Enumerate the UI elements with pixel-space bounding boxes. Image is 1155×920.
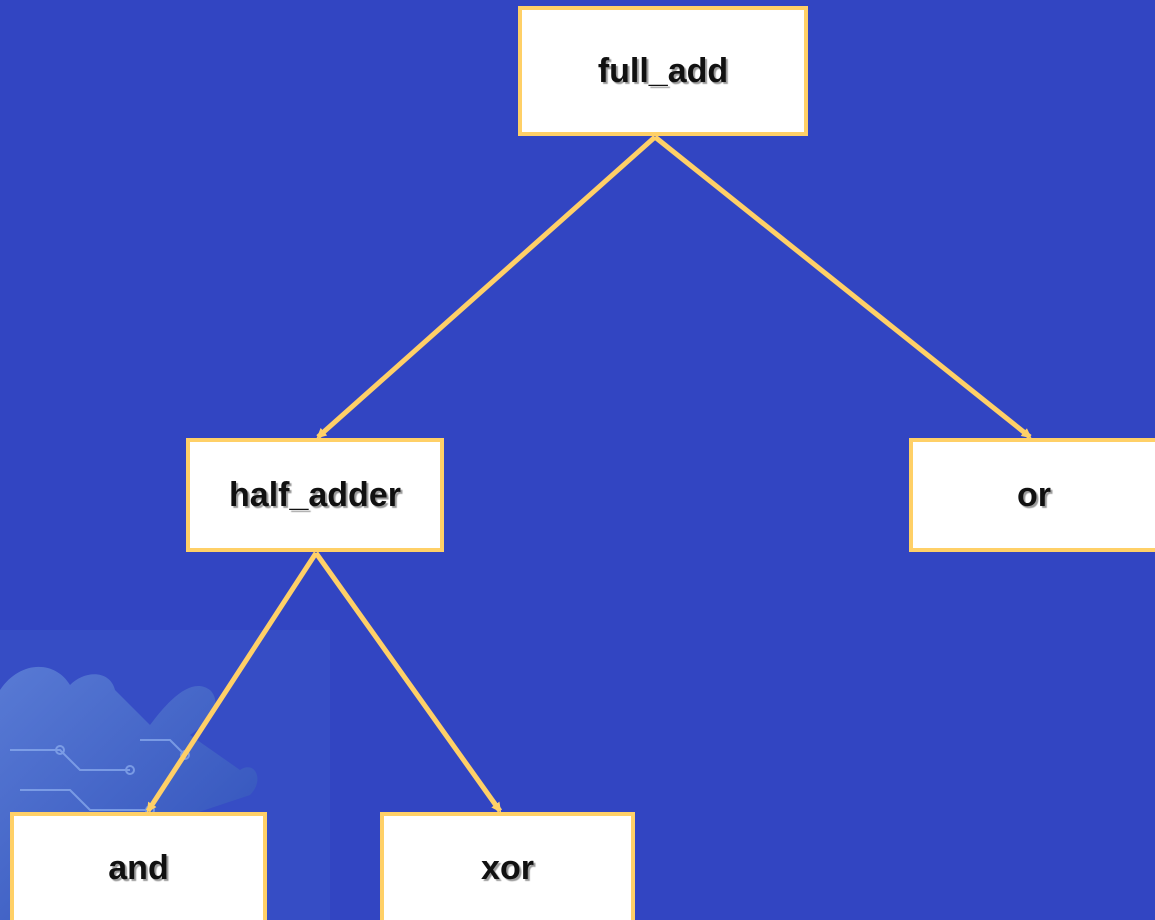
node-xor: xor — [380, 812, 635, 920]
edge-half_adder-to-and — [145, 551, 319, 813]
node-label: and — [108, 848, 169, 887]
node-half-adder: half_adder — [186, 438, 444, 552]
edge-half_adder-to-xor — [313, 551, 503, 813]
node-label: xor — [481, 848, 534, 887]
node-or: or — [909, 438, 1155, 552]
node-label: or — [1017, 475, 1051, 514]
edge-full_add-to-half_adder — [316, 135, 657, 439]
node-label: full_add — [597, 51, 729, 90]
node-full-add: full_add — [518, 6, 808, 136]
node-label: half_adder — [229, 475, 401, 514]
edge-full_add-to-or — [653, 135, 1032, 439]
node-and: and — [10, 812, 267, 920]
